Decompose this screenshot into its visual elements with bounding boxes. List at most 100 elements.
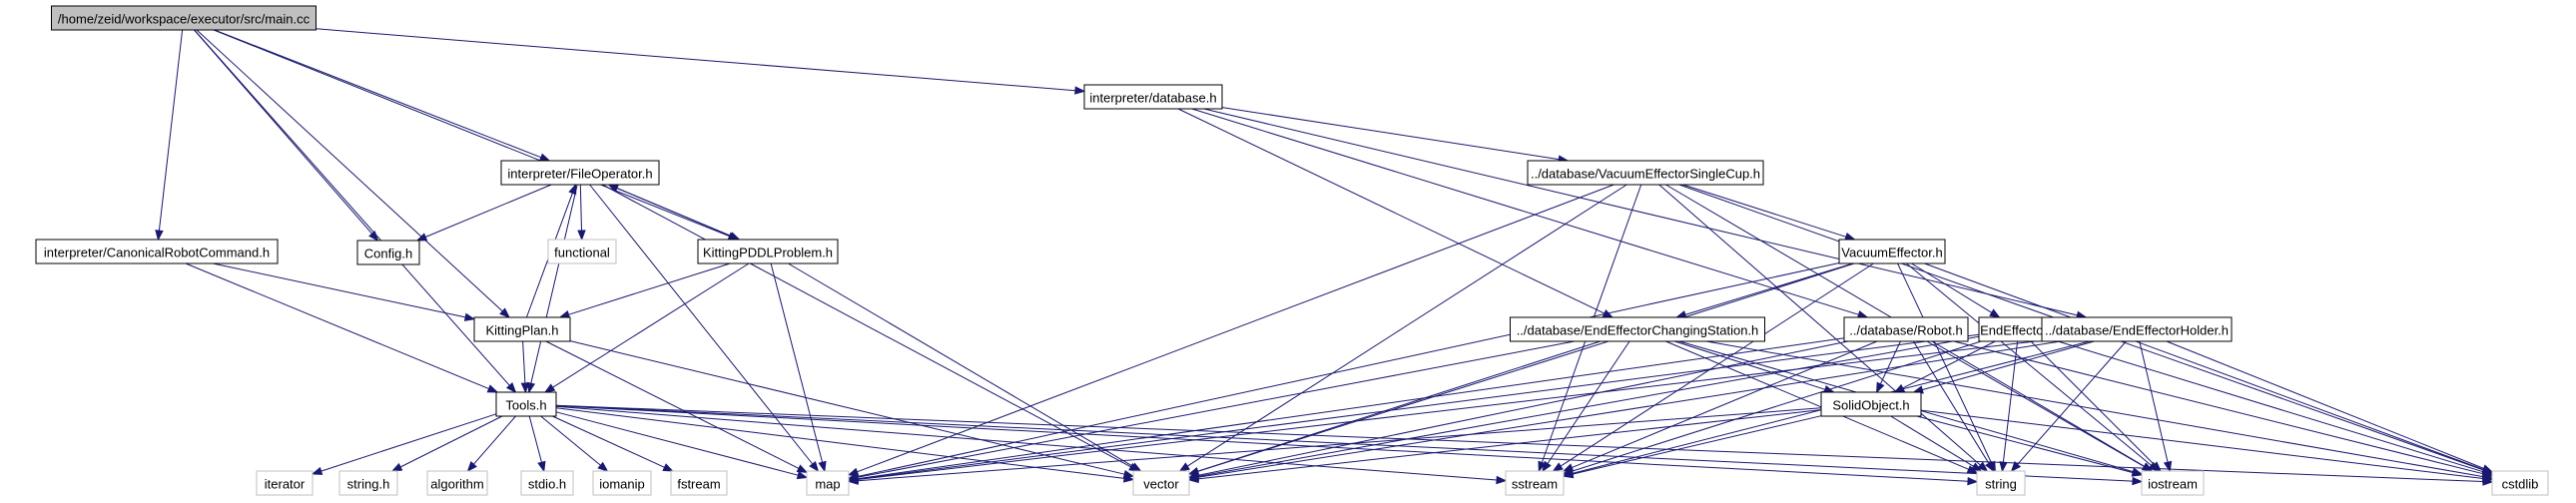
node-kplan[interactable]: KittingPlan.h — [473, 316, 571, 342]
arrowhead-icon — [818, 460, 827, 473]
edge-tools-to-vector — [555, 407, 1135, 483]
node-cstdlib: cstdlib — [2491, 470, 2549, 496]
arrowhead-icon — [2482, 474, 2494, 483]
arrowhead-icon — [1178, 462, 1191, 472]
arrowhead-icon — [1538, 460, 1547, 473]
edge-line — [579, 184, 582, 232]
edge-line — [2030, 340, 2155, 465]
edge-line — [1682, 184, 1847, 238]
edge-kplan-to-tools — [520, 340, 530, 394]
node-label: sstream — [1512, 477, 1558, 492]
edge-tools-to-iomanip — [540, 415, 609, 472]
node-box — [2141, 470, 2205, 496]
edge-line — [589, 184, 814, 465]
edge-line — [1912, 340, 1990, 464]
edge-fileop-to-vector — [602, 184, 1140, 472]
edge-line — [616, 188, 740, 241]
node-ve[interactable]: VacuumEffector.h — [1838, 239, 1946, 264]
edge-line — [1197, 409, 1822, 480]
edge-line — [2017, 340, 2127, 465]
edge-solid-to-sstream — [1562, 415, 1822, 479]
arrowhead-icon — [1999, 461, 2008, 473]
edge-line — [321, 413, 497, 472]
node-box — [697, 239, 839, 264]
edge-line — [1897, 262, 1992, 464]
edge-line — [555, 404, 2134, 482]
node-eecs[interactable]: ../database/EndEffectorChangingStation.h — [1510, 316, 1765, 342]
edge-line — [1547, 340, 1630, 464]
arrowhead-icon — [1130, 462, 1142, 472]
edge-line — [1191, 108, 1859, 315]
node-eeh[interactable]: ../database/EndEffectorHolder.h — [2041, 316, 2233, 342]
arrowhead-icon — [538, 153, 551, 162]
node-label: ../database/Robot.h — [1849, 323, 1962, 338]
node-ee[interactable]: EndEffector.h — [1978, 316, 2060, 342]
arrowhead-icon — [796, 470, 809, 480]
arrowhead-icon — [1970, 462, 1983, 472]
node-solid[interactable]: SolidObject.h — [1820, 391, 1922, 417]
node-functional: functional — [547, 239, 617, 264]
node-label: iostream — [2148, 477, 2198, 492]
arrowhead-icon — [1074, 86, 1086, 95]
node-box — [2491, 470, 2549, 496]
node-iterator: iterator — [256, 470, 314, 496]
edge-line — [1920, 409, 2484, 479]
arrowhead-icon — [1552, 462, 1564, 472]
edge-line — [555, 405, 1498, 481]
edge-tools-to-stringh — [390, 415, 503, 472]
node-pddl[interactable]: KittingPDDLProblem.h — [697, 239, 839, 264]
edge-line — [1879, 340, 1901, 385]
arrowhead-icon — [568, 183, 577, 196]
edge-solid-to-iostream — [1916, 415, 2144, 477]
edge-line — [194, 29, 510, 386]
edge-line — [1177, 108, 1606, 314]
arrowhead-icon — [2151, 461, 2162, 472]
edge-line — [857, 333, 1980, 480]
arrowhead-icon — [1876, 381, 1885, 394]
edge-tools-to-algorithm — [466, 415, 516, 473]
edge-robot-to-cstdlib — [1953, 340, 2494, 478]
edge-eecs-to-map — [847, 340, 1575, 482]
arrowhead-icon — [1985, 460, 1995, 473]
edge-line — [2002, 340, 2019, 463]
node-box — [1132, 470, 1190, 496]
node-tools[interactable]: Tools.h — [495, 391, 557, 417]
edge-ee-to-string — [1999, 340, 2019, 473]
node-stringh: string.h — [338, 470, 398, 496]
edge-line — [552, 262, 750, 388]
node-db[interactable]: interpreter/database.h — [1083, 84, 1223, 110]
edge-line — [1560, 262, 1874, 467]
node-label: stdio.h — [528, 477, 566, 492]
edge-line — [568, 262, 731, 315]
node-box — [1976, 470, 2026, 496]
edge-tools-to-string — [555, 405, 1979, 486]
node-label: interpreter/FileOperator.h — [507, 167, 652, 182]
edge-line — [1911, 262, 1993, 313]
node-label: ../database/VacuumEffectorSingleCup.h — [1531, 167, 1760, 182]
node-box — [35, 239, 279, 264]
edge-solid-to-map — [847, 407, 1822, 485]
node-crc[interactable]: interpreter/CanonicalRobotCommand.h — [35, 239, 279, 264]
arrowhead-icon — [1496, 475, 1508, 485]
arrowhead-icon — [311, 466, 323, 475]
edge-pddl-to-fileop — [607, 184, 740, 241]
node-config[interactable]: Config.h — [356, 240, 420, 265]
node-label: string.h — [347, 477, 390, 492]
arrowhead-icon — [486, 384, 499, 393]
node-box — [500, 160, 660, 186]
node-fileop[interactable]: interpreter/FileOperator.h — [500, 160, 660, 186]
edge-line — [424, 184, 552, 238]
edge-pddl-to-kplan — [558, 262, 731, 319]
node-robot[interactable]: ../database/Robot.h — [1843, 316, 1969, 342]
edge-line — [399, 415, 503, 468]
edge-line — [1197, 340, 1601, 472]
node-map: map — [806, 470, 850, 496]
edge-line — [555, 411, 799, 476]
edge-line — [316, 28, 1076, 92]
node-main[interactable]: /home/zeid/workspace/executor/src/main.c… — [51, 5, 317, 31]
node-layer: /home/zeid/workspace/executor/src/main.c… — [35, 5, 2549, 496]
edge-line — [528, 415, 542, 463]
edge-tools-to-map — [555, 411, 809, 480]
node-vesc[interactable]: ../database/VacuumEffectorSingleCup.h — [1527, 160, 1764, 186]
node-label: vector — [1143, 477, 1179, 492]
